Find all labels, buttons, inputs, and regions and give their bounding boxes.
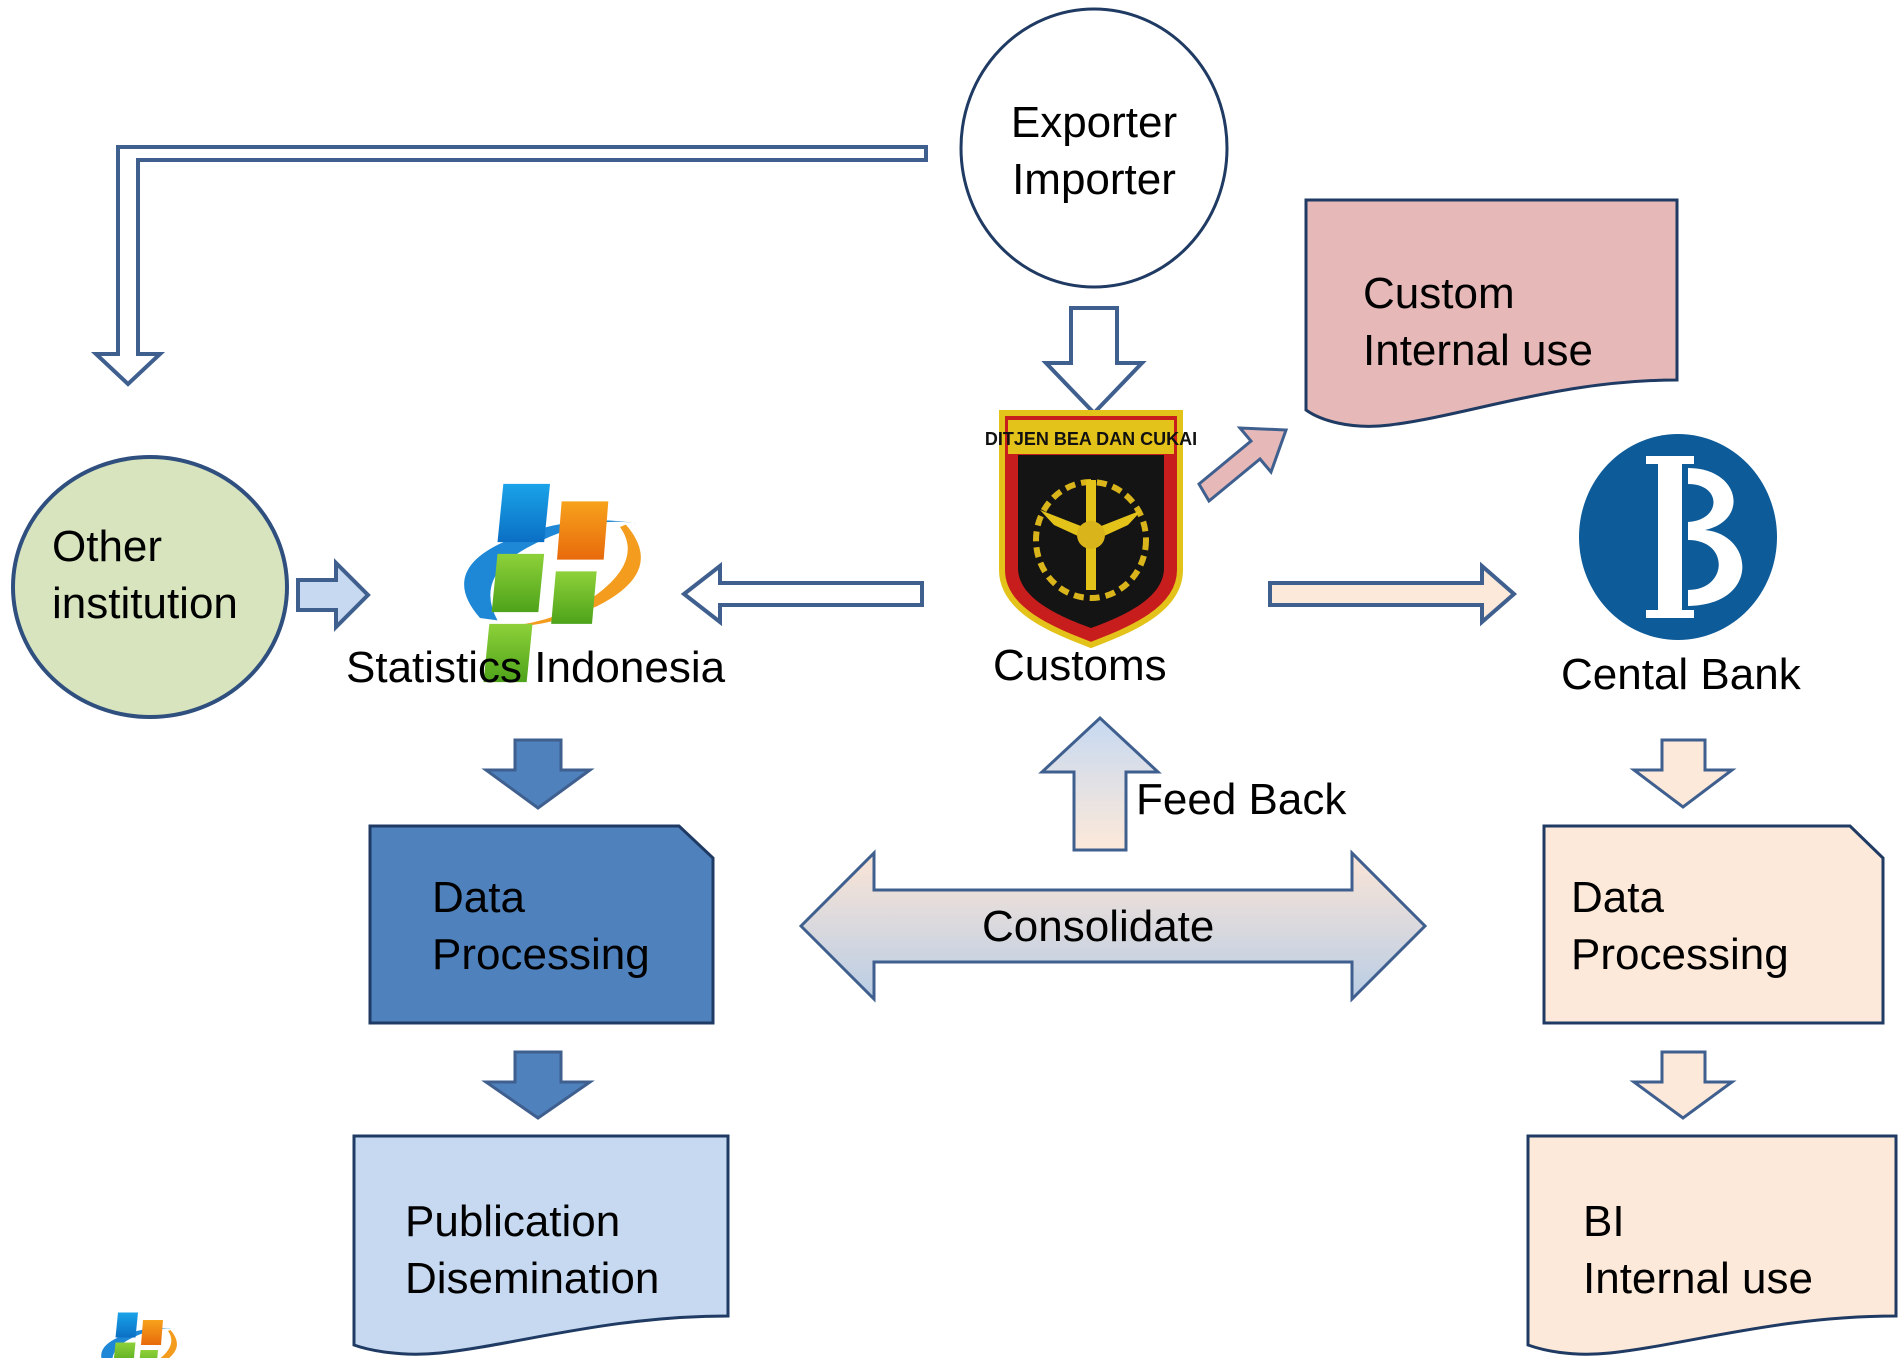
feedback-label: Feed Back xyxy=(1136,775,1347,824)
arrow-customs-to-internal xyxy=(1197,426,1289,504)
customs-label: Customs xyxy=(993,641,1167,690)
other-institution-label: Other institution xyxy=(52,518,238,632)
arrow-customs-to-centralbank xyxy=(1268,561,1518,627)
bps-processing-line1: Data xyxy=(432,873,525,922)
customs-emblem-icon: DITJEN BEA DAN CUKAI xyxy=(985,410,1197,649)
bi-processing-line1: Data xyxy=(1571,873,1664,922)
bi-processing-label: Data Processing xyxy=(1571,869,1789,983)
bps-processing-label: Data Processing xyxy=(432,869,650,983)
consolidate-label: Consolidate xyxy=(982,902,1215,951)
arrow-biprocessing-to-internal xyxy=(1629,1050,1737,1120)
arrow-exporter-to-customs xyxy=(1041,306,1147,416)
central-bank-label: Cental Bank xyxy=(1561,650,1801,699)
arrow-feedback xyxy=(1038,715,1162,852)
bps-data-processing-box xyxy=(368,824,715,1025)
arrow-other-to-statistics xyxy=(296,558,371,632)
other-institution-node xyxy=(11,455,289,719)
custom-internal-line2: Internal use xyxy=(1363,326,1593,375)
bi-internal-line2: Internal use xyxy=(1583,1254,1813,1303)
bi-internal-doc xyxy=(1526,1134,1898,1356)
other-institution-line1: Other xyxy=(52,522,163,571)
bi-data-processing-box xyxy=(1542,824,1885,1025)
publication-line2: Disemination xyxy=(405,1254,660,1303)
bps-logo-small-icon xyxy=(101,1312,178,1358)
arrow-customs-to-statistics xyxy=(680,561,924,627)
arrow-consolidate xyxy=(798,849,1428,1003)
arrow-exporter-to-other xyxy=(90,145,928,387)
custom-internal-use-doc xyxy=(1304,198,1679,428)
publication-doc xyxy=(352,1134,730,1356)
custom-internal-line1: Custom xyxy=(1363,269,1515,318)
publication-label: Publication Disemination xyxy=(405,1193,659,1307)
custom-internal-label: Custom Internal use xyxy=(1363,265,1593,379)
bi-processing-line2: Processing xyxy=(1571,930,1789,979)
exporter-line1: Exporter xyxy=(1010,98,1178,147)
arrow-processing-to-publication xyxy=(481,1050,595,1120)
customs-emblem-text: DITJEN BEA DAN CUKAI xyxy=(985,429,1197,449)
exporter-importer-node xyxy=(959,7,1229,289)
statistics-indonesia-label: Statistics Indonesia xyxy=(346,643,726,692)
bi-internal-line1: BI xyxy=(1583,1197,1625,1246)
publication-line1: Publication xyxy=(405,1197,621,1246)
arrow-statistics-to-processing xyxy=(481,738,595,810)
bps-processing-line2: Processing xyxy=(432,930,650,979)
other-institution-line2: institution xyxy=(52,579,238,628)
bi-internal-label: BI Internal use xyxy=(1583,1193,1813,1307)
exporter-label: Exporter Importer xyxy=(996,94,1192,208)
bank-indonesia-logo-icon xyxy=(1579,434,1777,640)
exporter-line2: Importer xyxy=(1012,155,1176,204)
arrow-centralbank-to-processing xyxy=(1629,738,1737,809)
